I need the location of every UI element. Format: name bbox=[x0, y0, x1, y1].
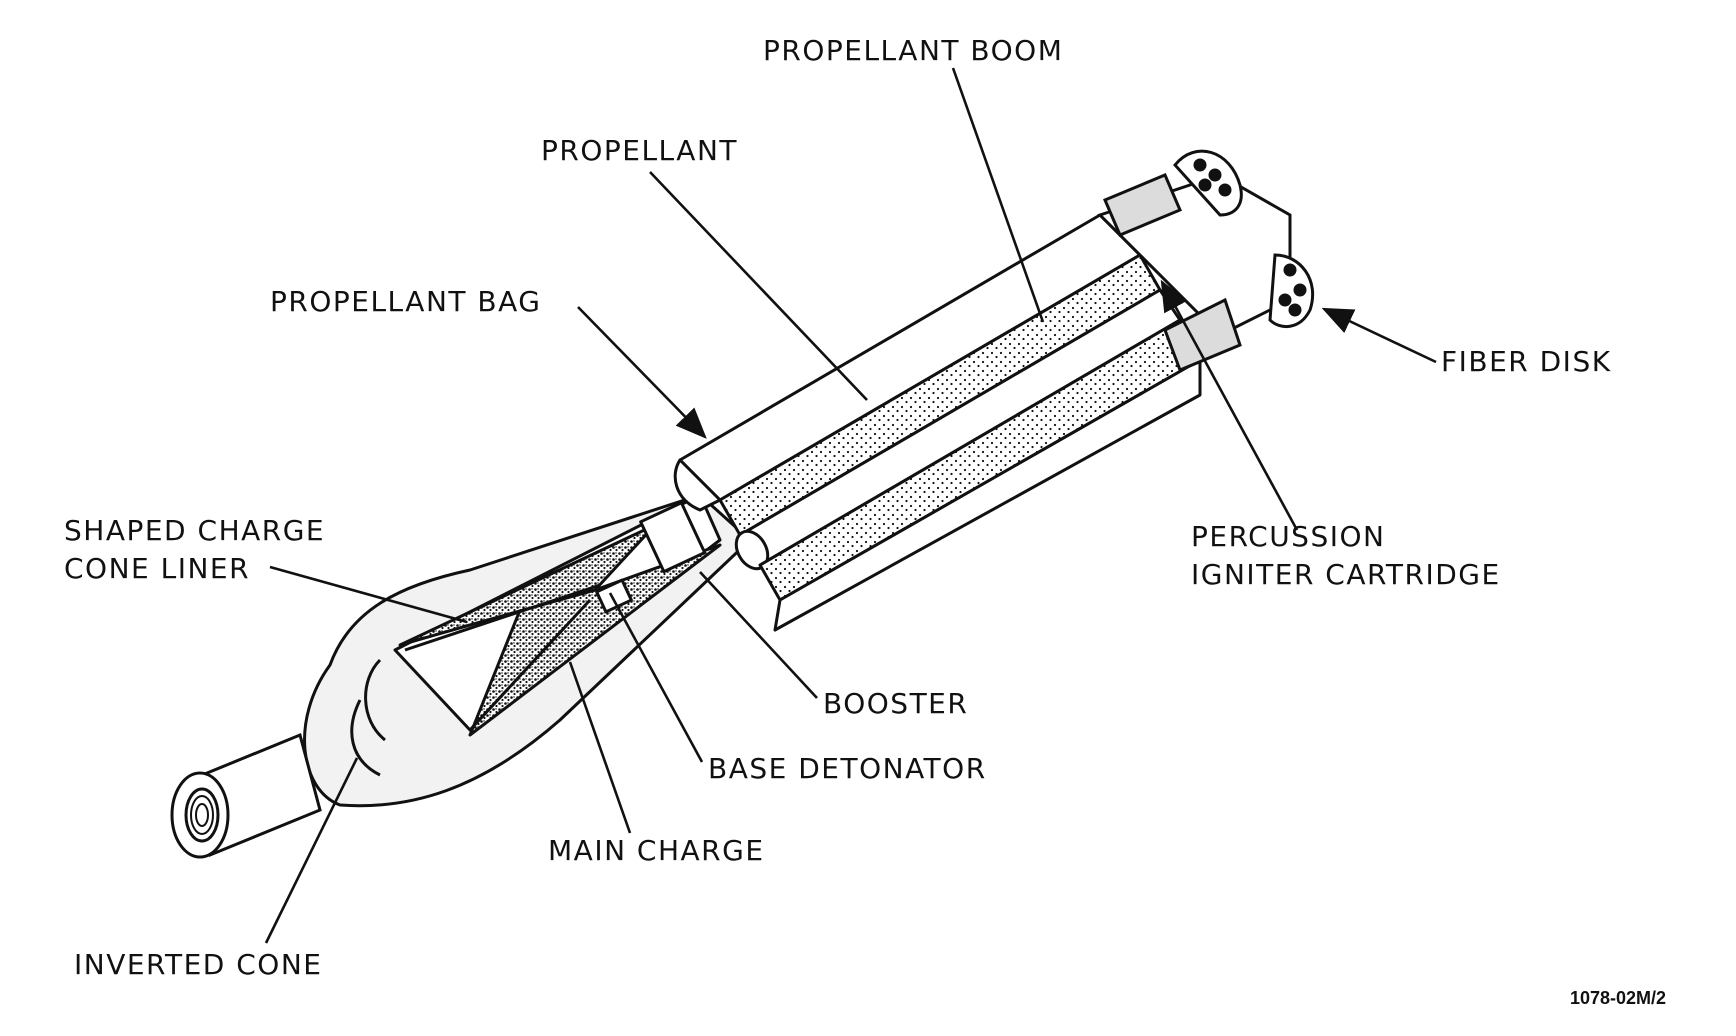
igniter-head bbox=[1097, 149, 1315, 372]
leader-main-charge bbox=[568, 661, 632, 834]
leader-propellant bbox=[649, 171, 868, 401]
label-inverted-cone: INVERTED CONE bbox=[74, 948, 323, 981]
figure-id: 1078-02M/2 bbox=[1570, 988, 1667, 1008]
label-base-detonator: BASE DETONATOR bbox=[708, 752, 987, 785]
propellant-boom bbox=[673, 213, 1202, 632]
label-booster: BOOSTER bbox=[823, 687, 969, 720]
leader-inverted-cone bbox=[264, 757, 359, 944]
leader-base-detonator bbox=[608, 592, 704, 763]
leader-fiber-disk bbox=[1321, 307, 1437, 364]
label-shaped-charge-line1: SHAPED CHARGE bbox=[64, 514, 326, 547]
label-propellant-bag: PROPELLANT BAG bbox=[270, 285, 542, 318]
leader-propellant-bag bbox=[577, 306, 707, 439]
nose-fitting bbox=[170, 732, 322, 859]
leader-percussion bbox=[1160, 279, 1299, 531]
label-shaped-charge-line2: CONE LINER bbox=[64, 552, 251, 585]
label-percussion-line1: PERCUSSION bbox=[1191, 520, 1386, 553]
leader-lines bbox=[264, 67, 1437, 944]
label-fiber-disk: FIBER DISK bbox=[1441, 345, 1612, 378]
leader-shaped-charge bbox=[269, 565, 468, 624]
fiber-disk-lower bbox=[1268, 253, 1315, 329]
leader-booster bbox=[699, 571, 818, 699]
label-percussion-line2: IGNITER CARTRIDGE bbox=[1191, 558, 1501, 591]
label-main-charge: MAIN CHARGE bbox=[548, 834, 765, 867]
label-propellant-boom: PROPELLANT BOOM bbox=[763, 34, 1064, 67]
warhead-body bbox=[303, 493, 752, 808]
shaped-charge-fill bbox=[398, 523, 657, 647]
label-propellant: PROPELLANT bbox=[541, 134, 738, 167]
leader-propellant-boom bbox=[951, 67, 1045, 323]
